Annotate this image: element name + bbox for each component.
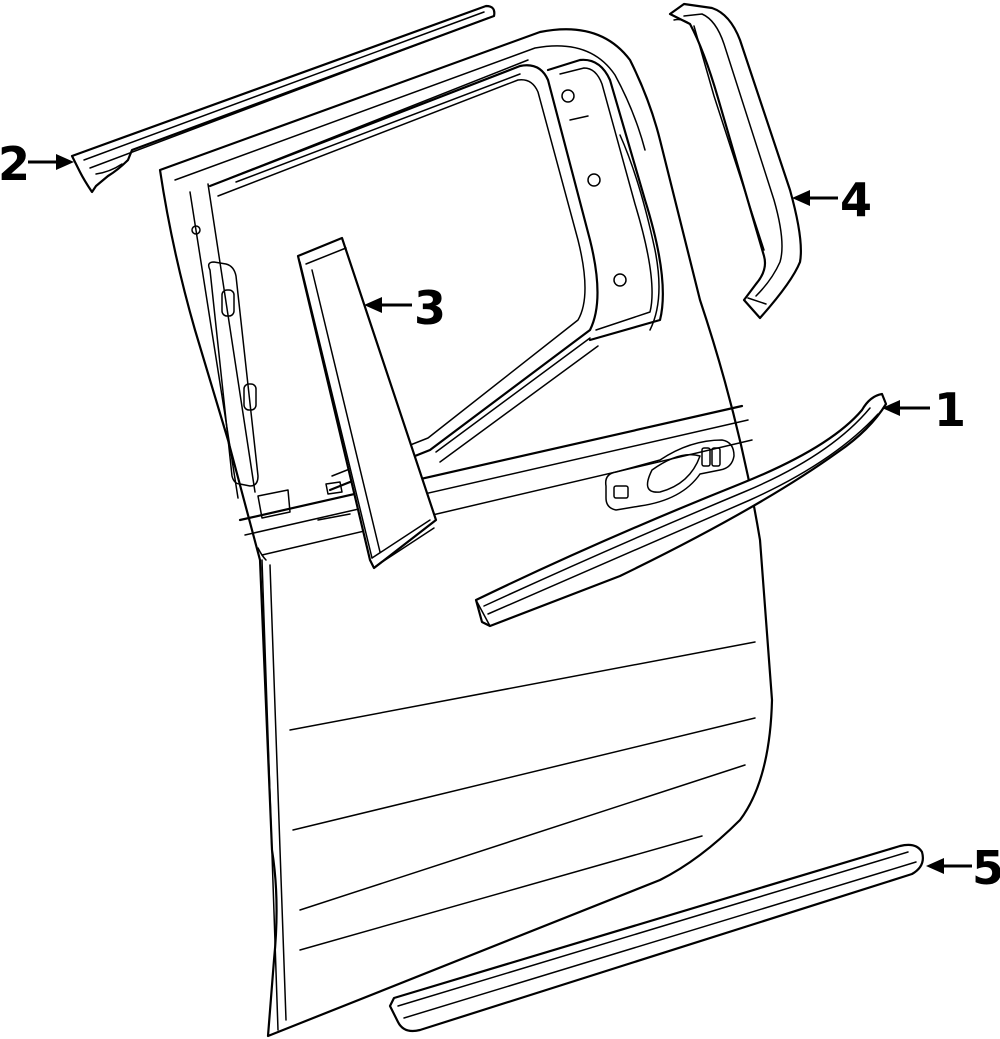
rear-door-shell: [158, 28, 774, 1038]
callout-4-label: 4: [840, 173, 872, 227]
callout-3-arrowhead: [364, 297, 382, 313]
handle-pocket: [604, 439, 735, 511]
callout-2-arrowhead: [56, 154, 74, 170]
callout-5-arrowhead: [926, 858, 944, 874]
part-4-channel-molding: [668, 2, 802, 320]
callout-5-label: 5: [972, 841, 1000, 895]
part-5-rocker-molding: [388, 843, 924, 1033]
window-frame: [208, 58, 664, 492]
callout-1: 1: [882, 383, 966, 437]
callout-2-label: 2: [0, 137, 30, 191]
callout-5: 5: [926, 841, 1000, 895]
callout-1-arrowhead: [882, 400, 900, 416]
callout-3-label: 3: [414, 281, 446, 335]
callout-3: 3: [364, 281, 446, 335]
callout-1-label: 1: [934, 383, 966, 437]
part-1-belt-molding: [474, 392, 888, 628]
callout-4: 4: [792, 173, 872, 227]
callout-4-arrowhead: [792, 190, 810, 206]
pillar-openings: [191, 225, 351, 521]
part-3-applique: [296, 236, 438, 570]
callout-2: 2: [0, 137, 74, 191]
part-2-frame-molding: [70, 4, 496, 194]
